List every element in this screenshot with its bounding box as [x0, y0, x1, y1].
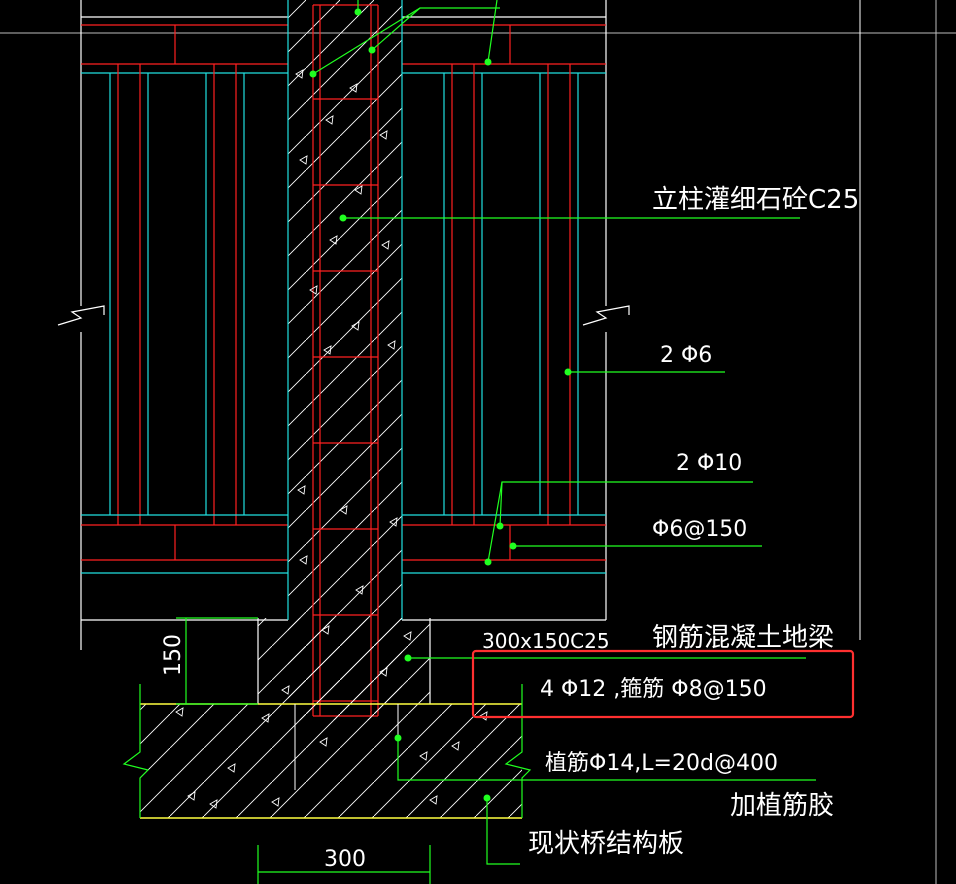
- label-anchor-glue: 加植筋胶: [730, 791, 834, 821]
- dimension-beam-width: 300: [324, 847, 366, 872]
- column-rebar-cage: [312, 4, 379, 717]
- label-beam-size: 300x150C25: [482, 629, 610, 653]
- label-beam-rebar: 4 Φ12 ,箍筋 Φ8@150: [540, 677, 767, 702]
- block-wall-left: [81, 16, 288, 574]
- aggregate-triangle: [339, 505, 348, 515]
- aggregate-triangle: [281, 685, 290, 695]
- leader-dots: [309, 8, 572, 802]
- dimension-lines: [176, 617, 431, 884]
- aggregate-triangle: [325, 115, 334, 125]
- aggregate-triangle: [299, 155, 308, 165]
- aggregate-triangle: [355, 585, 364, 595]
- aggregate-triangle: [295, 69, 304, 79]
- aggregate-triangle: [389, 517, 398, 527]
- aggregate-triangle: [209, 799, 218, 809]
- aggregate-triangle: [175, 707, 184, 717]
- column-stirrups: [313, 98, 378, 702]
- aggregate-triangle: [429, 795, 438, 805]
- aggregate-triangle: [381, 240, 390, 250]
- aggregate-triangle: [187, 791, 196, 801]
- aggregate-triangle: [299, 555, 308, 565]
- aggregate-triangle: [349, 83, 358, 93]
- ground-beam: [257, 618, 431, 704]
- aggregate-triangle: [354, 185, 363, 195]
- aggregate-triangle: [227, 763, 236, 773]
- label-beam-name: 钢筋混凝土地梁: [652, 623, 834, 653]
- column-concrete: [287, 0, 403, 720]
- aggregate-triangle: [403, 631, 412, 641]
- highlight-box: [471, 649, 855, 719]
- aggregate-triangle: [319, 737, 328, 747]
- label-bridge-slab: 现状桥结构板: [528, 829, 684, 859]
- label-column-grout: 立柱灌细石砼C25: [652, 185, 859, 215]
- aggregate-triangle: [261, 713, 270, 723]
- aggregate-triangle: [379, 667, 388, 677]
- aggregate-triangle: [297, 485, 306, 495]
- aggregate-triangle: [271, 797, 280, 807]
- aggregate-triangle: [387, 340, 396, 350]
- leader-lines: [312, 0, 816, 865]
- aggregate-marks: [175, 69, 488, 809]
- dimension-beam-height: 150: [161, 634, 186, 676]
- aggregate-triangle: [309, 285, 318, 295]
- label-rebar-2phi6: 2 Φ6: [660, 343, 712, 368]
- aggregate-triangle: [329, 235, 338, 245]
- bridge-slab: [122, 684, 532, 819]
- label-rebar-2phi10: 2 Φ10: [676, 451, 742, 476]
- aggregate-triangle: [323, 345, 332, 355]
- aggregate-triangle: [379, 130, 388, 140]
- aggregate-triangle: [321, 625, 330, 635]
- aggregate-triangle: [419, 751, 428, 761]
- wall-outline: [57, 0, 630, 650]
- block-wall-right: [402, 16, 606, 574]
- aggregate-triangle: [451, 741, 460, 751]
- label-anchor-bar: 植筋Φ14,L=20d@400: [545, 751, 778, 776]
- label-stirrup-phi6: Φ6@150: [652, 517, 747, 542]
- aggregate-triangle: [351, 321, 360, 331]
